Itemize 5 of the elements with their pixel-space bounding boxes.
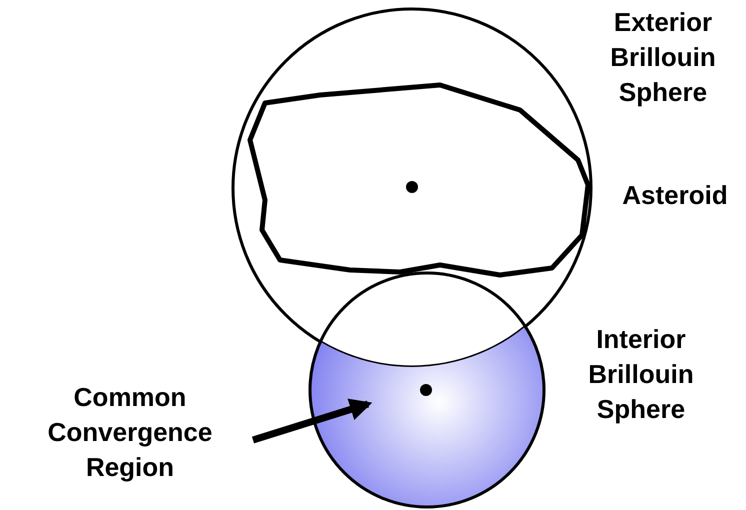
asteroid-label: Asteroid bbox=[621, 179, 729, 212]
region-label: Common Convergence Region bbox=[46, 381, 214, 484]
sphere-label: Exterior Brillouin Sphere bbox=[609, 6, 717, 109]
arrow bbox=[252, 398, 372, 444]
sphere-label: Interior Brillouin Sphere bbox=[587, 323, 695, 426]
